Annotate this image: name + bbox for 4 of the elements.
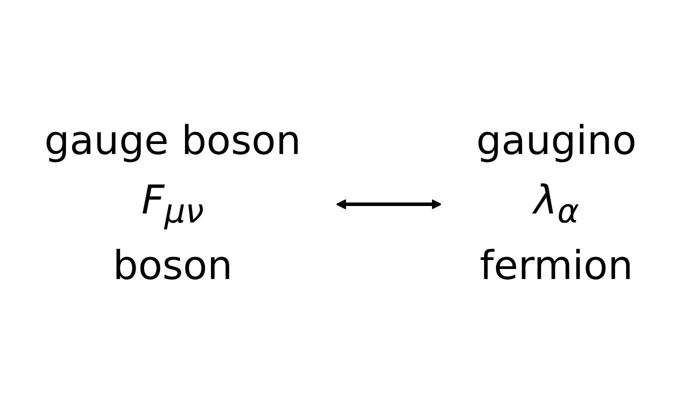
arrow	[336, 199, 442, 210]
node-text: gauge boson F$_{μν}$ boson	[44, 118, 302, 290]
diagram: gauge boson F$_{μν}$ boson gaugino λ$_{α}$ fermion	[0, 85, 681, 324]
node-text: gaugino λ$_{α}$ fermion	[476, 118, 637, 290]
